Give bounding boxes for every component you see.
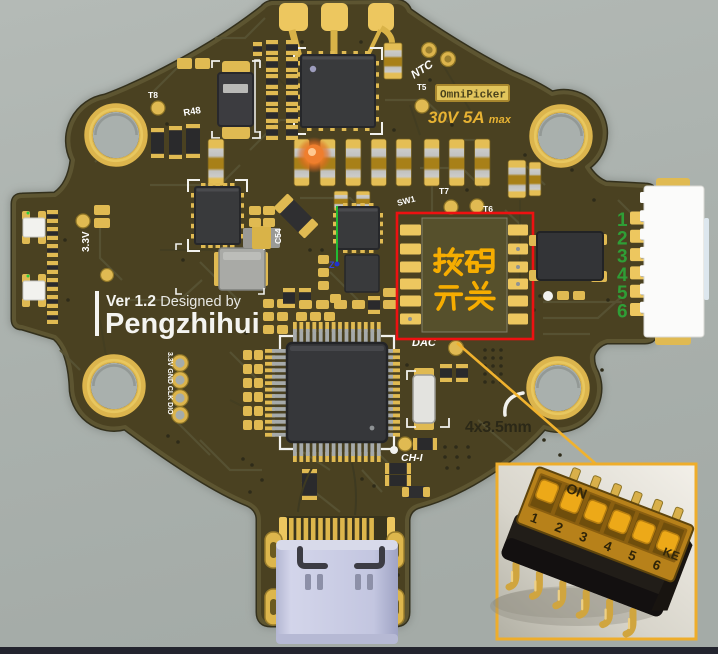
svg-text:R48: R48: [183, 105, 202, 119]
svg-text:KE: KE: [661, 545, 682, 564]
svg-text:3.3V GND CLK DIO: 3.3V GND CLK DIO: [166, 352, 173, 415]
svg-text:C54: C54: [273, 228, 283, 244]
svg-text:4: 4: [617, 265, 628, 286]
svg-text:T8: T8: [148, 90, 158, 100]
svg-text:ON: ON: [564, 480, 589, 502]
svg-text:6: 6: [617, 302, 628, 323]
svg-text:Pengzhihui: Pengzhihui: [105, 308, 260, 340]
svg-text:SW1: SW1: [396, 193, 417, 207]
svg-text:T5: T5: [417, 83, 427, 92]
svg-text:T6: T6: [483, 204, 493, 214]
svg-text:Ver 1.2 Designed by: Ver 1.2 Designed by: [106, 293, 242, 310]
svg-text:CH-I: CH-I: [401, 452, 424, 464]
svg-text:1: 1: [617, 210, 628, 231]
svg-text:Z: Z: [329, 260, 335, 270]
svg-text:T7: T7: [439, 186, 449, 196]
svg-text:5: 5: [617, 283, 628, 304]
svg-text:OmniPicker: OmniPicker: [440, 90, 506, 102]
svg-text:3: 3: [617, 247, 628, 268]
svg-text:4x3.5mm: 4x3.5mm: [465, 419, 531, 436]
svg-text:3.3V: 3.3V: [81, 231, 92, 252]
svg-text:2: 2: [617, 228, 628, 249]
